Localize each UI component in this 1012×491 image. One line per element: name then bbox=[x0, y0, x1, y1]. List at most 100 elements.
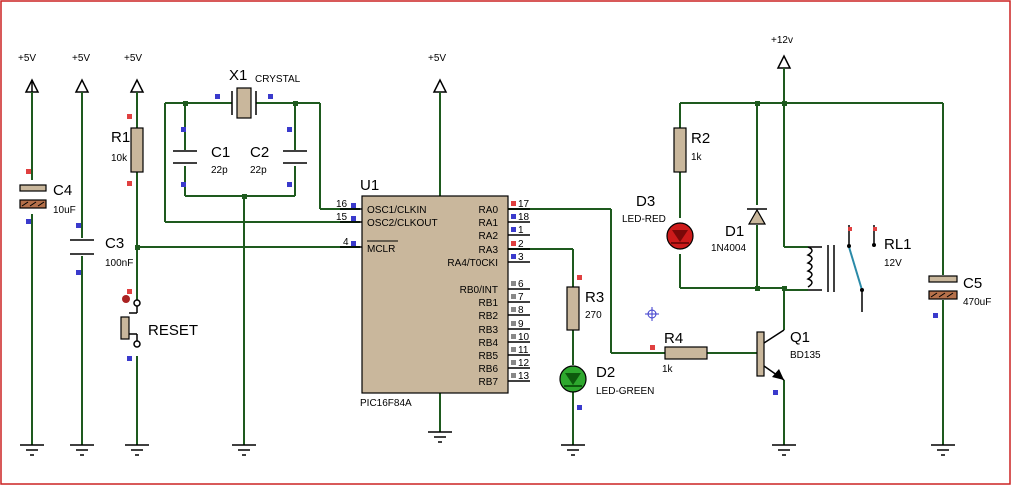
u1-pin-num: 2 bbox=[518, 239, 524, 250]
q1-value: BD135 bbox=[790, 350, 821, 361]
r1-ref: R1 bbox=[111, 129, 130, 146]
reset-label: RESET bbox=[148, 322, 198, 339]
junctions bbox=[135, 101, 787, 291]
u1-pin-num: 4 bbox=[343, 237, 349, 248]
resistor-r4[interactable]: R4 1k bbox=[650, 330, 708, 375]
u1-pin-name: RB0/INT bbox=[460, 285, 498, 296]
c1-value: 22p bbox=[211, 165, 228, 176]
led-d3[interactable]: D3 LED-RED bbox=[622, 193, 694, 250]
crosshair-cursor-icon bbox=[645, 307, 659, 321]
u1-pin-marker bbox=[511, 307, 516, 312]
power-c3: +5V bbox=[72, 53, 90, 93]
ic-u1[interactable]: U1 PIC16F84A 16 15 4 OSC1/CLKIN OSC2/CLK… bbox=[336, 177, 530, 409]
u1-pin-marker bbox=[511, 201, 516, 206]
c3-ref: C3 bbox=[105, 235, 124, 252]
d3-ref: D3 bbox=[636, 193, 655, 210]
u1-pin-num: 15 bbox=[336, 212, 348, 223]
power-label-c4: +5V bbox=[18, 53, 36, 64]
resistor-r2[interactable]: R2 1k bbox=[673, 127, 710, 173]
c2-ref: C2 bbox=[250, 144, 269, 161]
relay-rl1[interactable]: RL1 12V bbox=[806, 225, 912, 312]
u1-pin-marker bbox=[511, 281, 516, 286]
u1-pin-marker bbox=[511, 294, 516, 299]
x1-ref: X1 bbox=[229, 67, 247, 84]
c3-value: 100nF bbox=[105, 258, 133, 269]
u1-pin-num: 17 bbox=[518, 199, 530, 210]
u1-pin-num: 10 bbox=[518, 332, 530, 343]
u1-pin-name: RA4/T0CKI bbox=[447, 258, 498, 269]
q1-ref: Q1 bbox=[790, 329, 810, 346]
u1-pin-num: 3 bbox=[518, 252, 524, 263]
u1-pin-num: 9 bbox=[518, 319, 524, 330]
u1-pin-marker bbox=[511, 227, 516, 232]
capacitor-c5[interactable]: C5 470uF bbox=[928, 275, 991, 318]
u1-pin-num: 16 bbox=[336, 199, 348, 210]
power-u1: +5V bbox=[428, 53, 448, 93]
c1-ref: C1 bbox=[211, 144, 230, 161]
power-label-r1: +5V bbox=[124, 53, 142, 64]
power-c4: +5V bbox=[18, 53, 40, 93]
u1-pin-num: 6 bbox=[518, 279, 524, 290]
d1-value: 1N4004 bbox=[711, 243, 746, 254]
c5-value: 470uF bbox=[963, 297, 991, 308]
r4-value: 1k bbox=[662, 364, 674, 375]
led-d2[interactable]: D2 LED-GREEN bbox=[559, 364, 654, 410]
c2-value: 22p bbox=[250, 165, 267, 176]
d3-value: LED-RED bbox=[622, 214, 666, 225]
u1-right-pins: 17RA018RA11RA22RA33RA4/T0CKI6RB0/INT7RB1… bbox=[447, 199, 530, 388]
r1-value: 10k bbox=[111, 153, 128, 164]
c5-ref: C5 bbox=[963, 275, 982, 292]
u1-pin-name: RA3 bbox=[479, 245, 499, 256]
u1-pin-marker bbox=[511, 360, 516, 365]
resistor-r3[interactable]: R3 270 bbox=[566, 275, 604, 331]
capacitor-c2[interactable]: C2 22p bbox=[250, 127, 307, 187]
r2-ref: R2 bbox=[691, 130, 710, 147]
u1-pin-name: RA1 bbox=[479, 218, 499, 229]
u1-pin-num: 12 bbox=[518, 358, 530, 369]
c4-ref: C4 bbox=[53, 182, 72, 199]
power-label-12v: +12v bbox=[771, 35, 793, 46]
u1-ref: U1 bbox=[360, 177, 379, 194]
power-label-c3: +5V bbox=[72, 53, 90, 64]
power-r1: +5V bbox=[124, 53, 145, 93]
capacitor-c3[interactable]: C3 100nF bbox=[70, 223, 133, 275]
u1-pin-name: RB5 bbox=[479, 351, 499, 362]
u1-pin-marker bbox=[511, 241, 516, 246]
reset-button[interactable]: RESET bbox=[120, 289, 198, 361]
u1-pin-num: 18 bbox=[518, 212, 530, 223]
rl1-ref: RL1 bbox=[884, 236, 912, 253]
x1-value: CRYSTAL bbox=[255, 74, 301, 85]
c4-value: 10uF bbox=[53, 205, 76, 216]
u1-pin-name: RA2 bbox=[479, 231, 499, 242]
power-label-u1: +5V bbox=[428, 53, 446, 64]
grounds bbox=[20, 431, 955, 456]
d1-ref: D1 bbox=[725, 223, 744, 240]
resistor-r1[interactable]: R1 10k bbox=[111, 114, 144, 186]
r3-ref: R3 bbox=[585, 289, 604, 306]
u1-pin-name: RA0 bbox=[479, 205, 499, 216]
u1-pin-name: MCLR bbox=[367, 244, 395, 255]
u1-pin-num: 13 bbox=[518, 371, 530, 382]
transistor-q1[interactable]: Q1 BD135 bbox=[756, 329, 821, 395]
u1-pin-marker bbox=[511, 373, 516, 378]
u1-pin-name: RB6 bbox=[479, 364, 499, 375]
u1-part: PIC16F84A bbox=[360, 398, 412, 409]
capacitor-c1[interactable]: C1 22p bbox=[173, 127, 230, 187]
capacitor-c4[interactable]: C4 10uF bbox=[19, 169, 76, 224]
diode-d1[interactable]: D1 1N4004 bbox=[711, 208, 767, 254]
u1-pin-marker bbox=[511, 254, 516, 259]
u1-pin-name: OSC2/CLKOUT bbox=[367, 218, 438, 229]
u1-pin-num: 1 bbox=[518, 225, 524, 236]
u1-pin-name: RB4 bbox=[479, 338, 499, 349]
u1-pin-num: 7 bbox=[518, 292, 524, 303]
u1-pin-marker bbox=[511, 334, 516, 339]
d2-value: LED-GREEN bbox=[596, 386, 654, 397]
r2-value: 1k bbox=[691, 152, 703, 163]
u1-pin-num: 11 bbox=[518, 345, 529, 356]
u1-pin-num: 8 bbox=[518, 305, 524, 316]
u1-pin-marker bbox=[511, 347, 516, 352]
crystal-x1[interactable]: X1 CRYSTAL bbox=[215, 67, 301, 119]
